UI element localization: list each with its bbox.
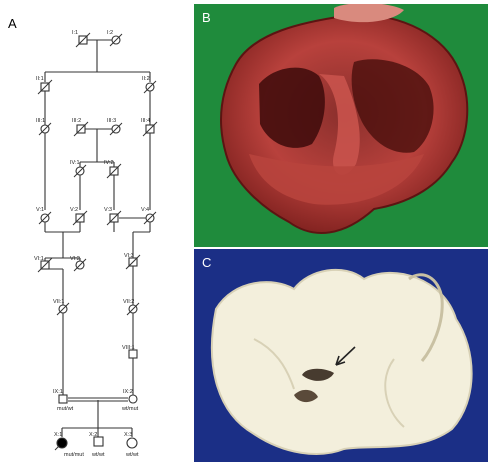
genotype-X1: mut/mut xyxy=(64,452,84,458)
label-VIII1: VIII:1 xyxy=(122,345,135,351)
label-IX1: IX:1 xyxy=(53,389,63,395)
label-X2: X:2 xyxy=(89,432,97,438)
heart-photo-panel: B xyxy=(194,4,488,247)
pedigree-male-X2 xyxy=(94,437,103,446)
label-V1: V:1 xyxy=(36,207,44,213)
label-VI3: VI:3 xyxy=(124,253,134,259)
panel-a-letter: A xyxy=(8,16,17,31)
label-III4: III:4 xyxy=(141,118,150,124)
label-I1: I:1 xyxy=(72,30,78,36)
label-V2: V:2 xyxy=(70,207,78,213)
pedigree-chart: I:1 I:2 II:1 II:2 III:1 III:2 III:3 III:… xyxy=(0,0,194,464)
label-VII1: VII:1 xyxy=(53,299,64,305)
label-III2: III:2 xyxy=(72,118,81,124)
label-IV1: IV:1 xyxy=(70,160,80,166)
pedigree-male-IX1 xyxy=(59,395,67,403)
pedigree-female-IX2 xyxy=(129,395,137,403)
label-III1: III:1 xyxy=(36,118,45,124)
label-II2: II:2 xyxy=(142,76,150,82)
label-X3: X:3 xyxy=(124,432,132,438)
pedigree-male-VIII1 xyxy=(129,350,137,358)
label-V4: V:4 xyxy=(141,207,149,213)
label-VII2: VII:2 xyxy=(123,299,134,305)
genotype-IX2: wt/mut xyxy=(121,406,139,412)
label-II1: II:1 xyxy=(36,76,44,82)
panel-c-letter: C xyxy=(202,255,211,270)
heart-specimen-image xyxy=(194,4,488,247)
label-IV2: IV:2 xyxy=(104,160,114,166)
label-III3: III:3 xyxy=(107,118,116,124)
genotype-X3: wt/wt xyxy=(125,452,139,458)
label-V3: V:3 xyxy=(104,207,112,213)
brain-specimen-image xyxy=(194,249,488,462)
genotype-X2: wt/wt xyxy=(91,452,105,458)
label-X1: X:1 xyxy=(54,432,62,438)
brain-photo-panel: C xyxy=(194,249,488,462)
label-I2: I:2 xyxy=(107,30,113,36)
panel-b-letter: B xyxy=(202,10,211,25)
label-VI2: VI:2 xyxy=(70,256,80,262)
pedigree-panel: A xyxy=(0,0,194,464)
label-IX2: IX:2 xyxy=(123,389,133,395)
genotype-IX1: mut/wt xyxy=(57,406,74,412)
label-VI1: VI:1 xyxy=(34,256,44,262)
pedigree-female-X3 xyxy=(127,438,137,448)
